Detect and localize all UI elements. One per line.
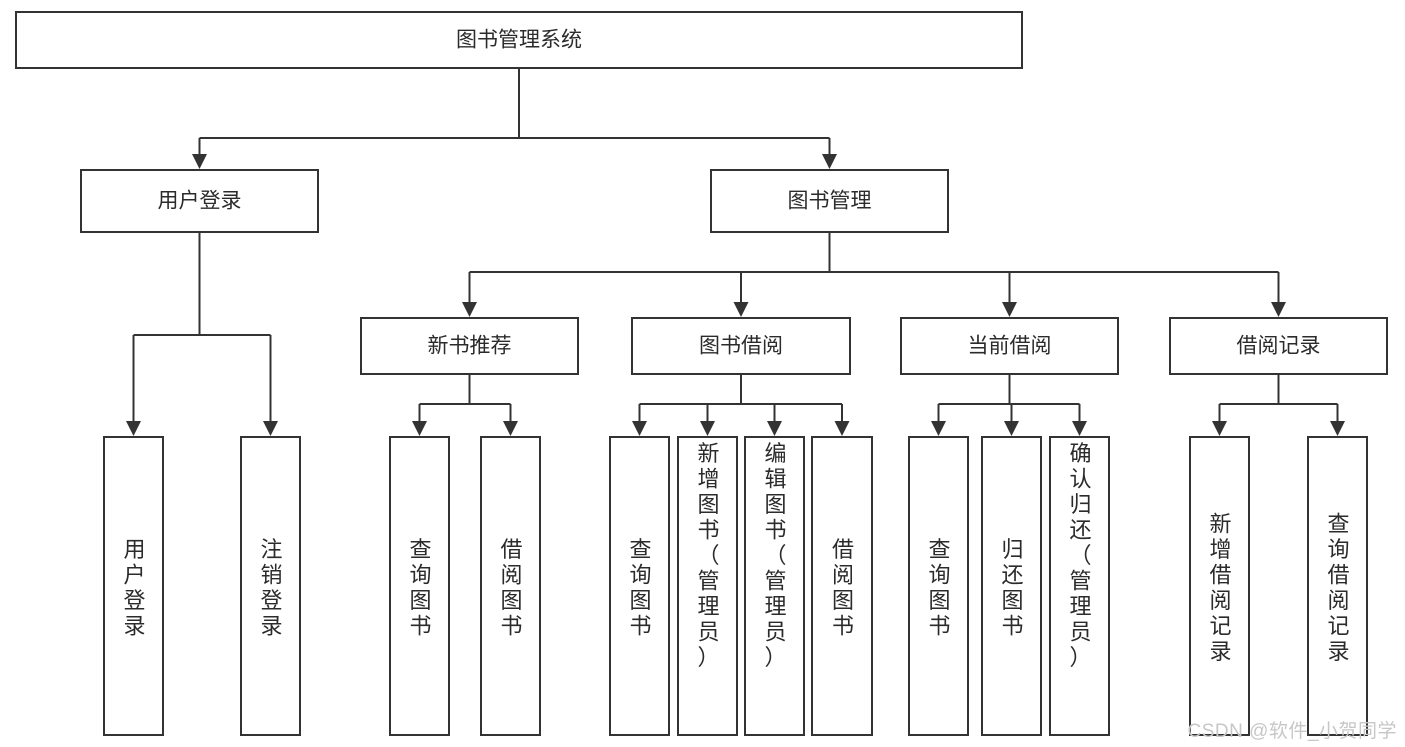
node-user-login[interactable]: 用户登录 [79, 168, 320, 234]
edge-book-borrow-arrow-3 [834, 421, 850, 436]
node-new-book-recommend[interactable]: 新书推荐 [359, 316, 580, 376]
node-user-login-box[interactable] [79, 168, 320, 234]
node-leaf-return-book-label: 归还图书 [1001, 537, 1023, 639]
node-current-borrow[interactable]: 当前借阅 [899, 316, 1120, 376]
node-leaf-edit-book-admin[interactable]: 编辑图书（管理员） [743, 435, 806, 737]
edge-book-manage-arrow-3 [1271, 302, 1286, 317]
node-leaf-confirm-return-admin-box[interactable] [1048, 435, 1111, 737]
node-leaf-query-book-2-box[interactable] [608, 435, 671, 737]
edge-book-manage-arrow-0 [462, 302, 477, 317]
edge-borrow-record-arrow-0 [1212, 421, 1227, 436]
edge-current-borrow-arrow-1 [1004, 421, 1019, 436]
node-leaf-query-borrow-record[interactable]: 查询借阅记录 [1306, 435, 1369, 737]
edge-new-book-recommend-arrow-1 [503, 421, 518, 436]
node-leaf-user-login-box[interactable] [102, 435, 165, 737]
node-borrow-record-label: 借阅记录 [1237, 335, 1321, 358]
node-leaf-add-book-admin-box[interactable] [676, 435, 739, 737]
node-new-book-recommend-box[interactable] [359, 316, 580, 376]
node-current-borrow-label: 当前借阅 [968, 335, 1052, 358]
node-borrow-record-box[interactable] [1168, 316, 1389, 376]
node-leaf-logout-login-box[interactable] [239, 435, 302, 737]
edge-book-manage-arrow-1 [733, 302, 749, 317]
connector-layer [126, 68, 1345, 436]
node-leaf-add-borrow-record-label: 新增借阅记录 [1209, 512, 1231, 665]
node-leaf-query-borrow-record-box[interactable] [1306, 435, 1369, 737]
node-leaf-return-book[interactable]: 归还图书 [980, 435, 1043, 737]
node-leaf-borrow-book-2[interactable]: 借阅图书 [810, 435, 874, 737]
node-leaf-add-book-admin-label: 新增图书（管理员） [697, 441, 719, 670]
node-leaf-borrow-book-1-label: 借阅图书 [500, 537, 522, 639]
node-borrow-record[interactable]: 借阅记录 [1168, 316, 1389, 376]
node-current-borrow-box[interactable] [899, 316, 1120, 376]
edge-user-login-arrow-1 [263, 421, 278, 436]
node-book-borrow-label: 图书借阅 [699, 335, 783, 358]
edge-current-borrow-arrow-2 [1072, 421, 1087, 436]
node-leaf-query-borrow-record-label: 查询借阅记录 [1327, 512, 1349, 665]
node-book-borrow[interactable]: 图书借阅 [630, 316, 852, 376]
node-user-login-label: 用户登录 [158, 190, 242, 213]
node-leaf-return-book-box[interactable] [980, 435, 1043, 737]
node-leaf-add-borrow-record[interactable]: 新增借阅记录 [1188, 435, 1251, 737]
edge-book-borrow-arrow-1 [700, 421, 715, 436]
node-leaf-query-book-2-label: 查询图书 [629, 537, 651, 639]
csdn-watermark: CSDN @软件_小贺同学 [1187, 721, 1397, 742]
node-leaf-add-borrow-record-box[interactable] [1188, 435, 1251, 737]
node-leaf-query-book-2[interactable]: 查询图书 [608, 435, 671, 737]
edge-current-borrow-arrow-0 [931, 421, 946, 436]
edge-book-borrow-arrow-0 [632, 421, 647, 436]
node-leaf-borrow-book-1-box[interactable] [479, 435, 542, 737]
node-root-box[interactable] [14, 10, 1024, 70]
node-leaf-query-book-3[interactable]: 查询图书 [907, 435, 970, 737]
node-layer: 图书管理系统用户登录图书管理新书推荐图书借阅当前借阅借阅记录用户登录注销登录查询… [14, 10, 1389, 737]
edge-user-login-arrow-0 [126, 421, 141, 436]
edge-new-book-recommend-arrow-0 [412, 421, 427, 436]
node-leaf-borrow-book-2-box[interactable] [810, 435, 874, 737]
node-leaf-add-book-admin[interactable]: 新增图书（管理员） [676, 435, 739, 737]
node-leaf-borrow-book-1[interactable]: 借阅图书 [479, 435, 542, 737]
node-leaf-query-book-1-box[interactable] [388, 435, 451, 737]
edge-book-borrow-arrow-2 [767, 421, 782, 436]
node-leaf-query-book-1-label: 查询图书 [409, 537, 431, 639]
node-leaf-borrow-book-2-label: 借阅图书 [832, 537, 854, 639]
edge-borrow-record-arrow-1 [1330, 421, 1345, 436]
node-leaf-edit-book-admin-label: 编辑图书（管理员） [764, 441, 786, 670]
edge-root-arrow-0 [192, 154, 207, 169]
node-leaf-query-book-3-box[interactable] [907, 435, 970, 737]
node-leaf-logout-login[interactable]: 注销登录 [239, 435, 302, 737]
node-leaf-query-book-1[interactable]: 查询图书 [388, 435, 451, 737]
node-book-manage-label: 图书管理 [788, 190, 872, 213]
node-book-manage-box[interactable] [709, 168, 950, 234]
node-leaf-user-login[interactable]: 用户登录 [102, 435, 165, 737]
node-leaf-edit-book-admin-box[interactable] [743, 435, 806, 737]
node-root[interactable]: 图书管理系统 [14, 10, 1024, 70]
node-root-label: 图书管理系统 [456, 29, 582, 52]
node-new-book-recommend-label: 新书推荐 [428, 335, 512, 358]
node-leaf-query-book-3-label: 查询图书 [928, 537, 950, 639]
node-book-manage[interactable]: 图书管理 [709, 168, 950, 234]
edge-book-manage-arrow-2 [1002, 302, 1017, 317]
edge-root-arrow-1 [822, 154, 837, 169]
node-book-borrow-box[interactable] [630, 316, 852, 376]
node-leaf-logout-login-label: 注销登录 [260, 537, 282, 639]
node-leaf-confirm-return-admin[interactable]: 确认归还（管理员） [1048, 435, 1111, 737]
node-leaf-user-login-label: 用户登录 [123, 537, 145, 639]
node-leaf-confirm-return-admin-label: 确认归还（管理员） [1069, 441, 1091, 670]
